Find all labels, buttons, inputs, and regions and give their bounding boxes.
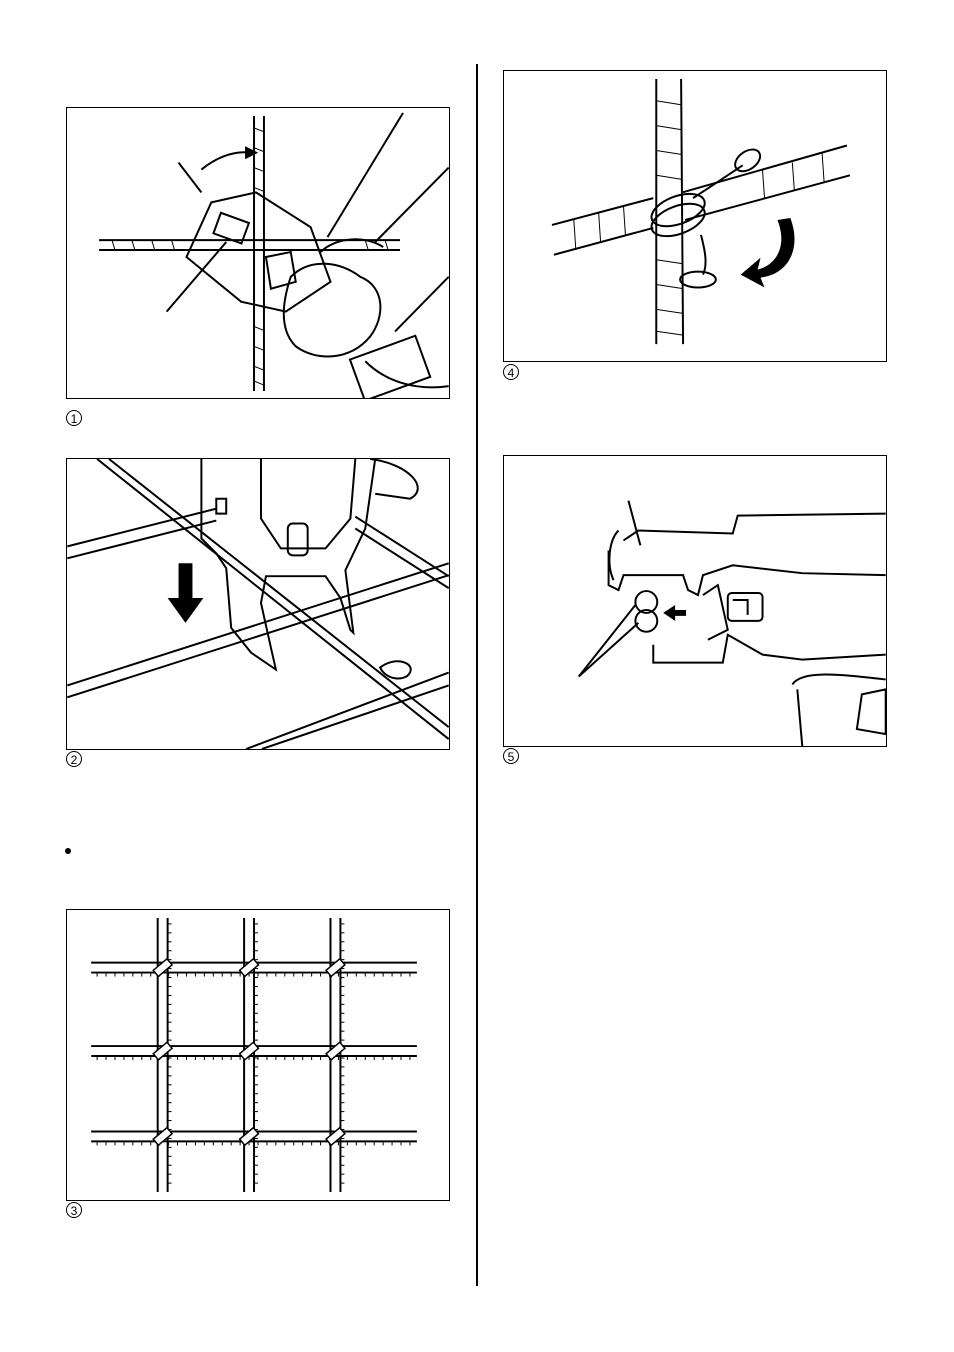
wire-tie xyxy=(240,1128,259,1146)
figure-5-illustration xyxy=(504,456,886,746)
bullet-point xyxy=(65,848,71,854)
figure-4-number: 4 xyxy=(503,364,519,380)
rotate-arrow-icon xyxy=(741,218,795,288)
down-arrow-icon xyxy=(168,563,204,623)
figure-1-illustration xyxy=(67,108,449,398)
wire-tie xyxy=(326,959,345,977)
figure-4-illustration xyxy=(504,71,886,361)
column-divider xyxy=(476,64,478,1286)
wire-tie xyxy=(153,959,172,977)
wire-tie xyxy=(153,1042,172,1060)
figure-5-nose-position xyxy=(503,455,887,747)
figure-1-number: 1 xyxy=(66,410,82,426)
figure-3-illustration xyxy=(67,910,449,1200)
figure-2-press-down xyxy=(66,458,450,750)
wire-tie xyxy=(326,1128,345,1146)
wire-tie xyxy=(153,1128,172,1146)
figure-5-number: 5 xyxy=(503,748,519,764)
figure-2-illustration xyxy=(67,459,449,749)
figure-3-tied-grid xyxy=(66,909,450,1201)
figure-4-wire-tie xyxy=(503,70,887,362)
figure-1-tool-angle xyxy=(66,107,450,399)
figure-2-number: 2 xyxy=(66,751,82,767)
wire-tie xyxy=(240,959,259,977)
wire-tie xyxy=(240,1042,259,1060)
figure-3-number: 3 xyxy=(66,1202,82,1218)
wire-tie xyxy=(326,1042,345,1060)
push-arrow-icon xyxy=(663,605,686,621)
